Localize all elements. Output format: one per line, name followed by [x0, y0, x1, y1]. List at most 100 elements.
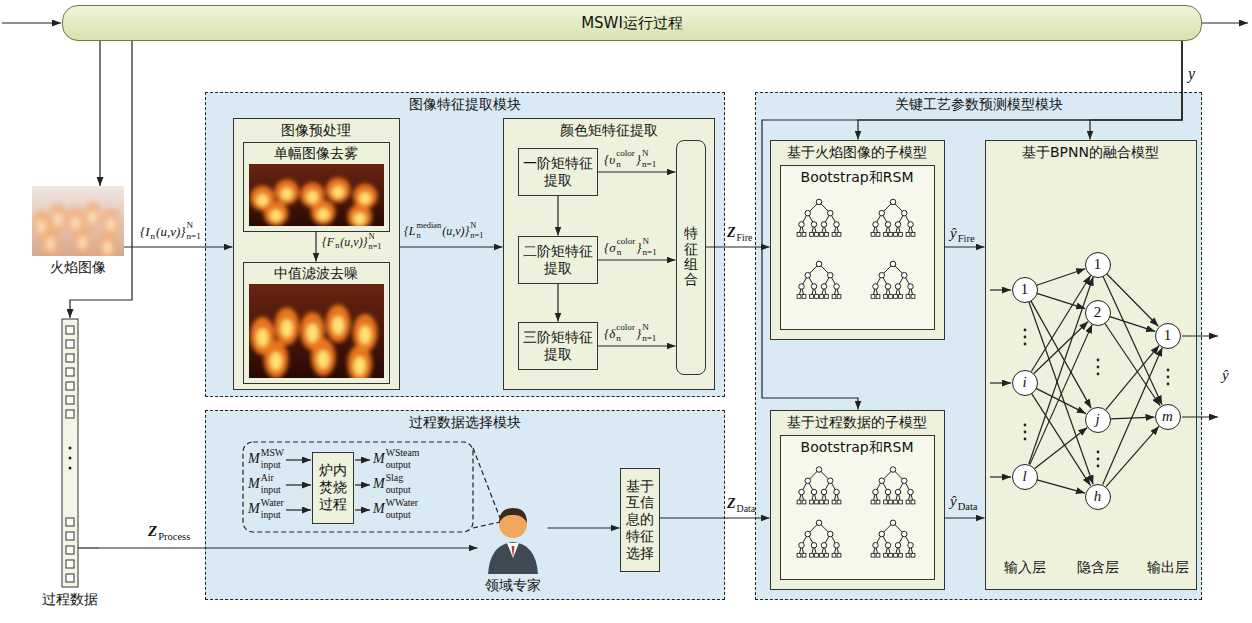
decor-circle [816, 199, 822, 205]
decor-ellipse [332, 316, 344, 335]
decor-rect [876, 554, 880, 558]
decor-rect [66, 574, 74, 582]
math-index: N [186, 221, 193, 230]
layer-label: 隐含层 [1077, 560, 1119, 574]
decor-circle [901, 478, 907, 484]
math-symbol: {υ [604, 153, 615, 166]
math-symbol: M [373, 452, 385, 466]
decor-circle [827, 211, 833, 217]
data-bar: 过程数据 [41, 318, 99, 618]
decor-rect [876, 233, 880, 237]
decor-rect [814, 500, 818, 504]
decor-g [871, 262, 915, 299]
math-symbol: {L [404, 225, 415, 237]
decor-rect [911, 500, 915, 504]
math-index: Process [158, 532, 190, 543]
decor-circle [885, 543, 891, 549]
decor-circle [827, 478, 833, 484]
decor-circle [885, 490, 891, 496]
decor-circle [805, 211, 811, 217]
process-box: 一阶矩特征提取 [518, 148, 598, 196]
decor-g [871, 199, 915, 236]
flame-image: 火焰图像 [32, 186, 124, 292]
decor-rect [911, 295, 915, 299]
decor-ellipse [306, 191, 318, 203]
decor-circle [885, 222, 891, 228]
decor-g [33, 201, 119, 256]
neuron-circle: i [1012, 370, 1038, 396]
decor-rect [883, 554, 887, 558]
ellipsis-dot [1024, 343, 1027, 346]
math-index: output [386, 460, 411, 470]
math-symbol: ŷ [950, 494, 957, 509]
output-arrow [355, 459, 370, 460]
math-symbol: } [636, 241, 641, 254]
connector [945, 517, 985, 518]
decor-rect [876, 295, 880, 299]
decor-rect [893, 295, 897, 299]
decor-rect [802, 554, 806, 558]
neuron-circle: m [1155, 404, 1181, 430]
module-box: Bootstrap和RSM基于过程数据的子模型 [770, 410, 945, 590]
image-box: 单幅图像去雾 [243, 142, 390, 232]
math-index: n=1 [643, 248, 657, 257]
decor-g [797, 199, 841, 236]
decor-rect [888, 233, 892, 237]
box-label: 二阶矩特征提取 [522, 243, 594, 277]
neuron-circle: 1 [1012, 277, 1038, 303]
neuron-label: m [1162, 409, 1173, 424]
decor-rect [66, 354, 74, 362]
connector [400, 246, 503, 247]
neuron-circle: j [1085, 407, 1111, 433]
box-title: 图像预处理 [234, 119, 399, 139]
decor-circle [811, 490, 817, 496]
math-index: n=1 [642, 334, 656, 343]
decor-ellipse [274, 308, 298, 346]
decor-rect [802, 295, 806, 299]
decor-ellipse [280, 319, 292, 338]
decor-ellipse [49, 204, 66, 232]
decor-rect [876, 500, 880, 504]
decor-circle [872, 490, 878, 496]
input-arrow [2, 22, 61, 23]
decor-g [797, 199, 915, 298]
math-symbol: Z [148, 524, 157, 539]
decor-rect [814, 554, 818, 558]
math-symbol: Z [727, 497, 736, 511]
decor-rect [883, 500, 887, 504]
decor-ellipse [353, 357, 365, 376]
decor-svg [781, 185, 934, 326]
math-index: n [151, 232, 156, 241]
layer-label: 输出层 [1147, 560, 1189, 574]
ellipsis-dot [1024, 329, 1027, 332]
decor-rect [62, 319, 78, 587]
decor-rect [837, 295, 841, 299]
math-index: WWater [386, 498, 418, 508]
decor-ellipse [256, 194, 268, 206]
decor-circle [805, 532, 811, 538]
math-index: WSteam [386, 448, 420, 458]
decor-rect [871, 554, 875, 558]
decor-rect [809, 500, 813, 504]
decor-svg [249, 164, 384, 226]
process-box: 炉内焚烧过程 [312, 452, 354, 524]
input-arrow [286, 484, 311, 485]
neuron-label: l [1022, 469, 1026, 484]
ellipsis-dot [1024, 424, 1027, 427]
connector [557, 284, 558, 322]
decor-g [250, 178, 377, 226]
decor-path [488, 542, 538, 574]
decor-ellipse [46, 237, 54, 251]
decor-ellipse [280, 188, 292, 200]
decor-rect [888, 500, 892, 504]
input-arrow [990, 289, 1011, 290]
decor-circle [798, 284, 804, 290]
decor-rect [893, 233, 897, 237]
decor-rect [802, 233, 806, 237]
box-label: 一阶矩特征提取 [522, 155, 594, 189]
math-index: n=1 [368, 243, 381, 251]
math-index: Fire [958, 234, 975, 245]
decor-circle [907, 490, 913, 496]
decor-circle [69, 447, 72, 450]
